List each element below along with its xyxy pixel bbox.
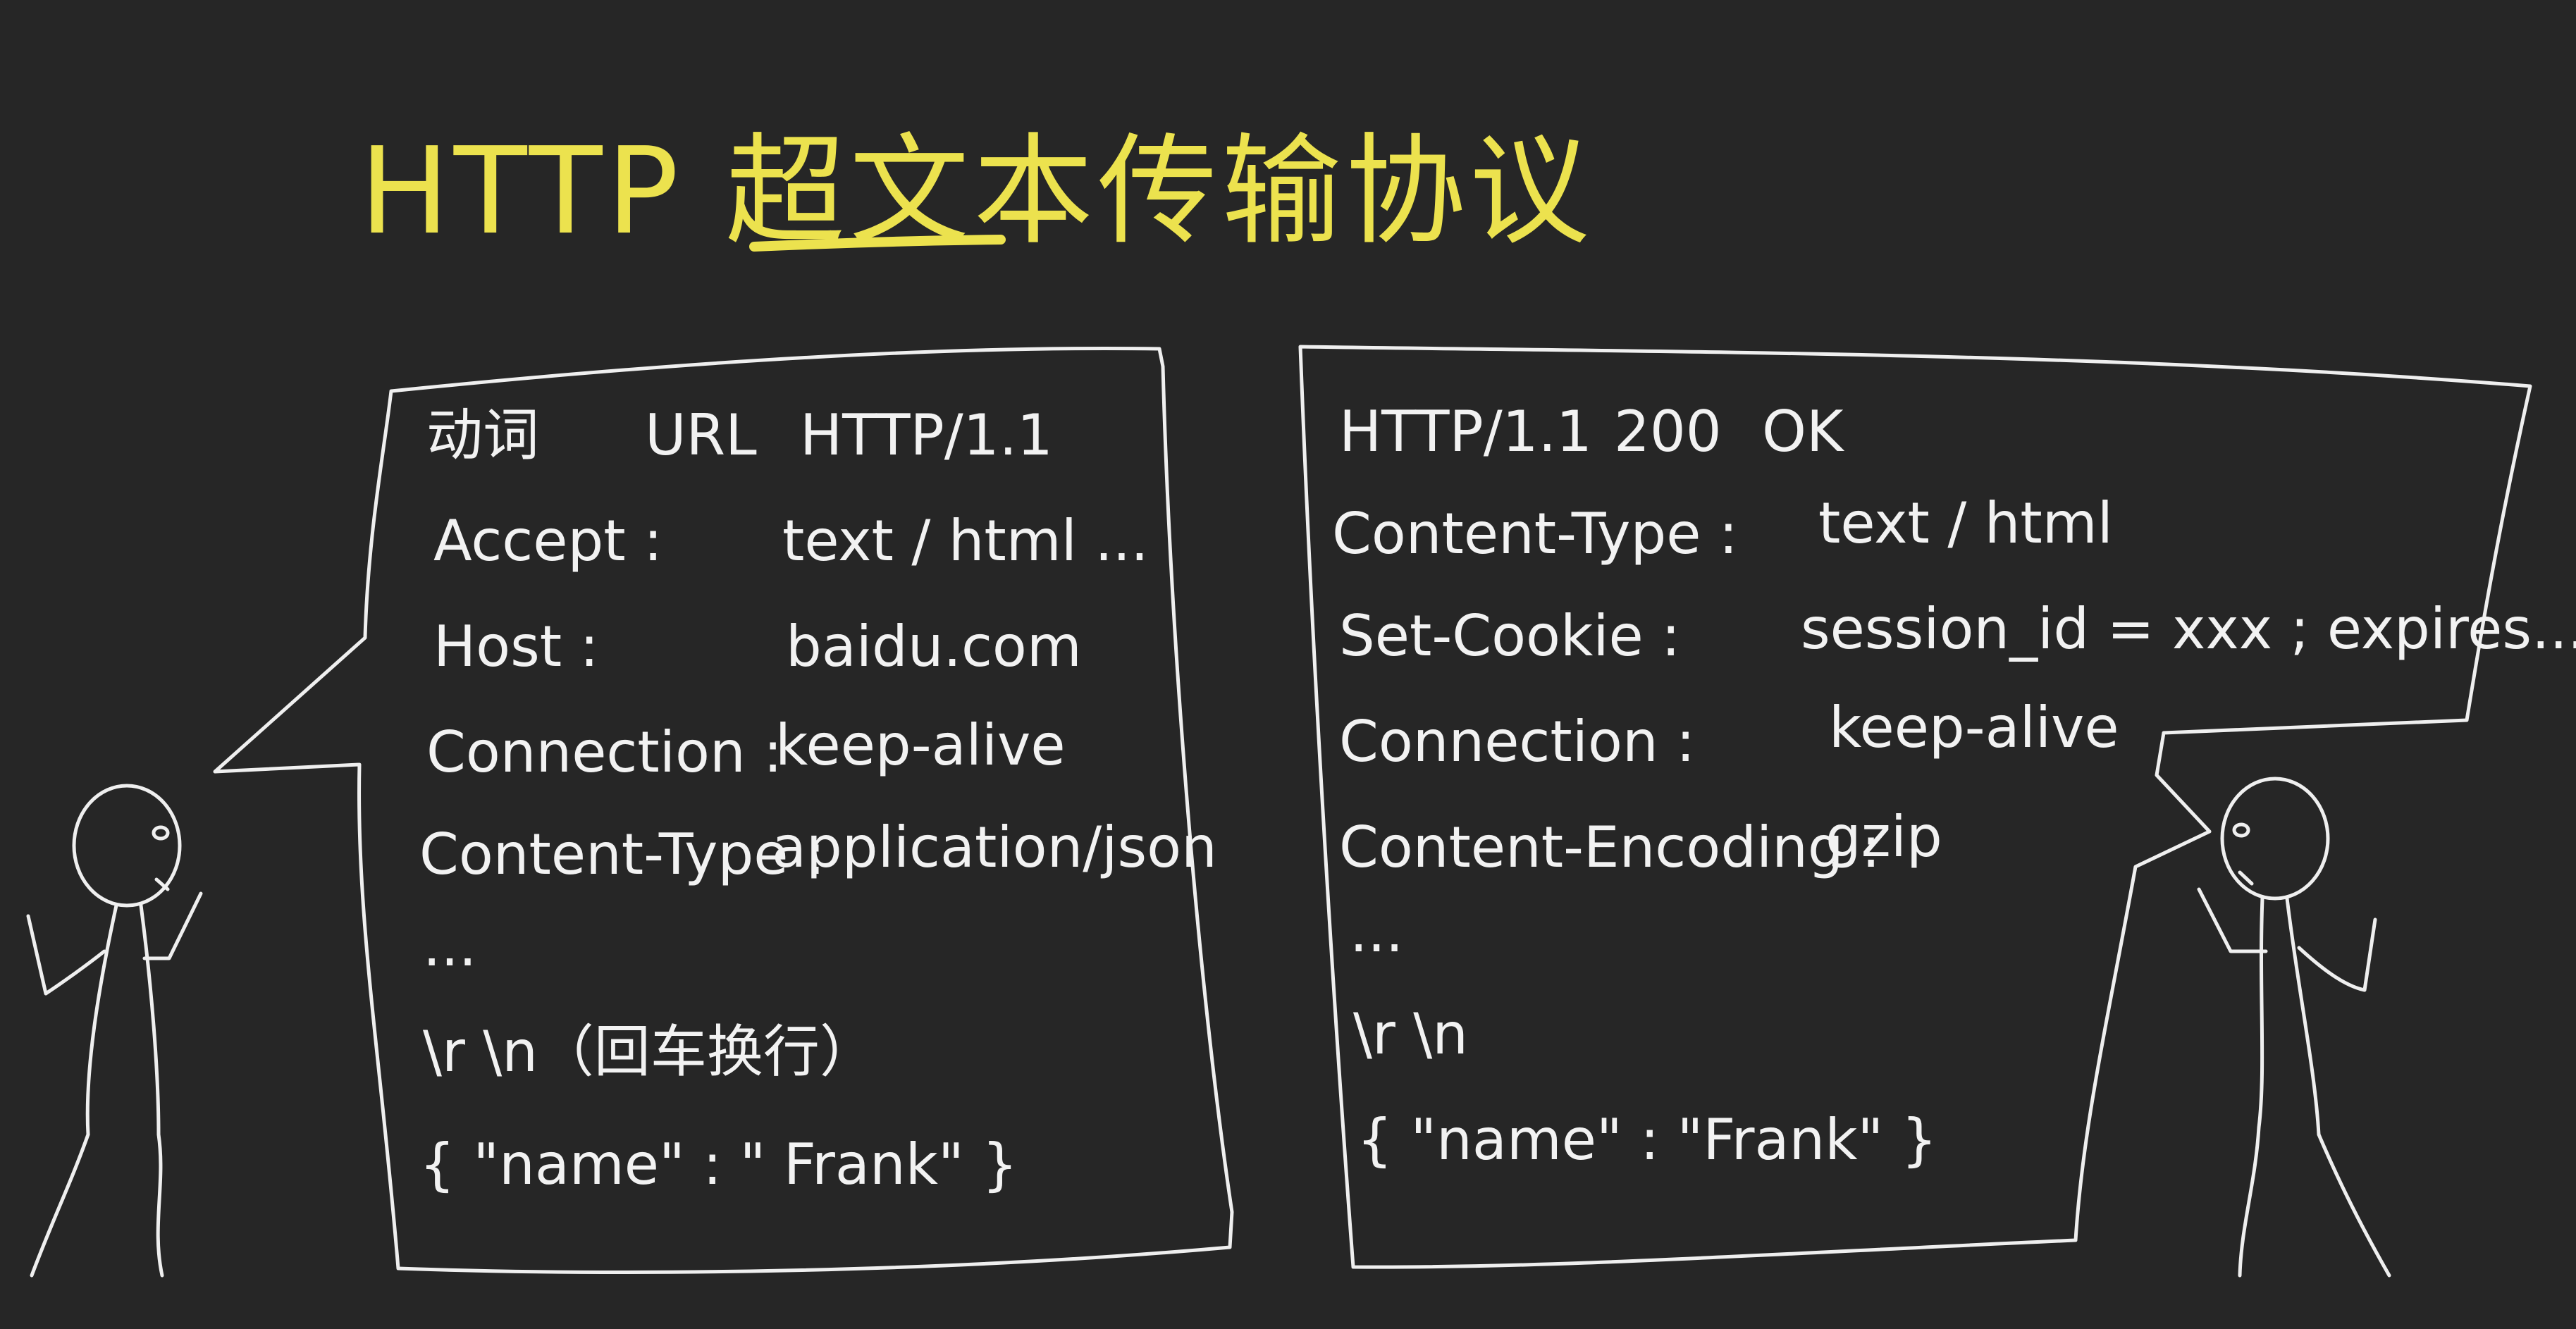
server-left-leg <box>2238 1125 2261 1278</box>
client-right-leg <box>156 1132 164 1278</box>
response-ellipsis: ... <box>1350 899 1403 965</box>
title-underline <box>749 235 1006 252</box>
client-eye <box>152 825 170 841</box>
response-header-name: Connection : <box>1339 709 1695 774</box>
response-version: HTTP/1.1 <box>1339 399 1592 464</box>
client-left-leg <box>30 1132 90 1278</box>
request-crlf: \r \n（回车换行） <box>423 1019 876 1084</box>
server-mouth <box>2238 870 2254 886</box>
request-header-name: Host : <box>433 614 599 679</box>
client-mouth <box>154 877 170 891</box>
server-right-arm <box>2297 917 2377 992</box>
response-header-value: session_id = xxx ; expires... <box>1801 596 2576 662</box>
response-body: { "name" : "Frank" } <box>1357 1107 1937 1173</box>
client-stick-figure <box>26 784 203 1278</box>
request-lines: 动词 URL HTTP/1.1 Accept : text / html ...… <box>419 402 1217 1197</box>
response-header-value: gzip <box>1825 804 1942 870</box>
response-header-value: text / html <box>1818 490 2113 556</box>
request-header-value: application/json <box>772 815 1217 880</box>
server-left-arm <box>2197 887 2268 953</box>
server-head <box>2220 777 2330 901</box>
client-body-left <box>85 903 118 1137</box>
client-left-arm <box>26 914 106 996</box>
response-header-name: Content-Encoding : <box>1339 815 1880 880</box>
request-header-value: keep-alive <box>775 712 1066 778</box>
server-stick-figure <box>2197 777 2391 1278</box>
request-version: HTTP/1.1 <box>800 402 1053 468</box>
client-body-right <box>139 903 161 1137</box>
client-head <box>72 784 182 908</box>
client-right-arm <box>142 891 203 960</box>
server-body-right <box>2285 896 2321 1137</box>
server-body-left <box>2257 896 2264 1130</box>
server-right-leg <box>2317 1132 2391 1278</box>
request-url-label: URL <box>645 402 757 468</box>
response-lines: HTTP/1.1 200 OK Content-Type : text / ht… <box>1332 399 2576 1173</box>
response-header-name: Content-Type : <box>1332 501 1738 567</box>
response-header-value: keep-alive <box>1829 695 2119 760</box>
request-ellipsis: ... <box>423 913 476 979</box>
server-eye <box>2232 822 2250 838</box>
request-bubble <box>213 346 1234 1274</box>
request-header-value: text / html ... <box>782 508 1149 574</box>
request-body: { "name" : " Frank" } <box>419 1132 1018 1197</box>
response-crlf: \r \n <box>1353 1001 1468 1067</box>
request-header-value: baidu.com <box>786 614 1082 679</box>
request-header-name: Connection : <box>426 719 782 785</box>
response-status-code: 200 <box>1614 399 1722 464</box>
request-header-name: Content-Type : <box>419 822 825 887</box>
request-header-name: Accept : <box>433 508 663 574</box>
response-bubble <box>1298 345 2532 1269</box>
response-header-name: Set-Cookie : <box>1339 603 1680 669</box>
request-method-label: 动词 <box>426 402 539 468</box>
response-status-text: OK <box>1762 399 1845 464</box>
